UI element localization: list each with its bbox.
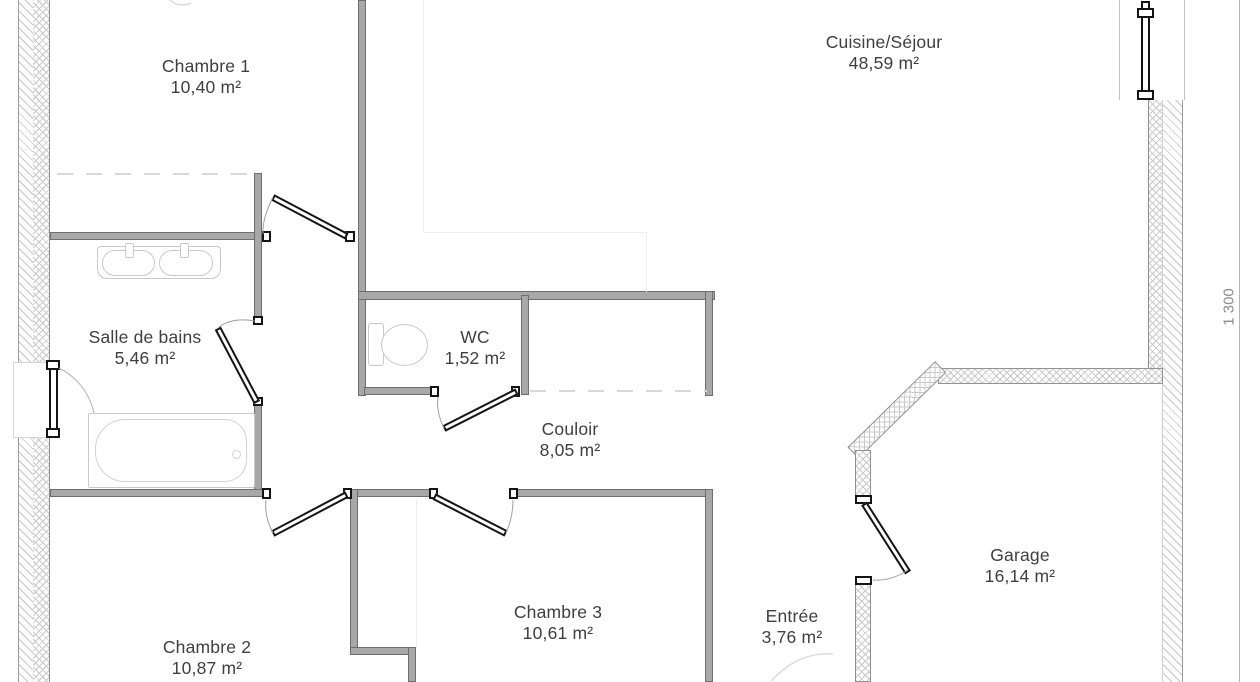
room-name: Chambre 2	[162, 637, 252, 657]
room-name: Garage	[990, 545, 1050, 565]
sink-faucet-left-icon	[125, 243, 134, 258]
dashed-line-couloir	[530, 390, 707, 392]
exterior-wall-right-outer-hatch	[1162, 100, 1183, 682]
door-stop-garage-bottom	[855, 576, 872, 585]
room-label-garage: Garage 16,14 m²	[985, 545, 1056, 587]
room-name: Entrée	[765, 606, 819, 626]
door-arc-garage	[872, 569, 909, 581]
bathtub-inner-icon	[95, 419, 247, 482]
room-area: 10,40 m²	[170, 77, 242, 97]
room-label-chambre1: Chambre 1 10,40 m²	[162, 56, 250, 98]
door-arc-entree	[770, 652, 834, 682]
faint-line-chambre3	[416, 500, 417, 648]
room-name: WC	[460, 327, 490, 347]
wall-couloir-north	[358, 291, 715, 300]
room-label-salle-de-bains: Salle de bains 5,46 m²	[89, 327, 202, 369]
room-name: Salle de bains	[88, 327, 202, 347]
room-name: Couloir	[541, 419, 599, 439]
window-sdb-cap-bottom	[46, 428, 60, 438]
room-area: 16,14 m²	[984, 566, 1056, 586]
toilet-bowl-icon	[381, 324, 428, 366]
door-arc-chambre1	[262, 196, 274, 235]
garage-wall-left-upper	[855, 450, 871, 496]
arc-remnant-top	[169, 0, 192, 6]
door-arc-sdb	[217, 319, 256, 329]
window-cuisine-cap-bottom	[1137, 90, 1154, 100]
exterior-wall-left-outer-hatch	[18, 0, 33, 682]
room-label-entree: Entrée 3,76 m²	[762, 606, 823, 648]
door-stop-chambre1-left	[262, 231, 271, 242]
room-label-wc: WC 1,52 m²	[445, 327, 506, 369]
door-stop-wc-left	[430, 386, 439, 397]
faint-line-cuisine-vertical	[423, 0, 424, 233]
room-area: 5,46 m²	[114, 348, 176, 368]
room-area: 8,05 m²	[539, 440, 601, 460]
room-label-cuisine-sejour: Cuisine/Séjour 48,59 m²	[826, 32, 943, 74]
exterior-wall-left-inner-hatch	[33, 0, 50, 682]
room-area: 10,87 m²	[171, 658, 243, 678]
room-area: 48,59 m²	[848, 53, 920, 73]
room-name: Chambre 3	[513, 602, 603, 622]
dashed-line-chambre1	[57, 173, 253, 175]
room-label-chambre3: Chambre 3 10,61 m²	[514, 602, 602, 644]
door-stop-chambre3-right	[509, 488, 518, 499]
room-name: Cuisine/Séjour	[825, 32, 943, 52]
door-arc-chambre3	[505, 499, 514, 534]
room-name: Chambre 1	[161, 56, 251, 76]
dimension-line	[1239, 0, 1240, 682]
room-label-chambre2: Chambre 2 10,87 m²	[163, 637, 251, 679]
wall-wc-east	[521, 295, 529, 395]
garage-wall-top	[938, 368, 1163, 384]
garage-wall-left-lower	[855, 584, 871, 682]
room-area: 3,76 m²	[761, 627, 823, 647]
door-arc-chambre2	[265, 499, 274, 534]
faint-line-cuisine-vertical-2	[646, 232, 647, 292]
wall-couloir-east-upper	[705, 291, 713, 396]
sink-faucet-right-icon	[180, 243, 189, 258]
window-sdb-cap-top	[46, 360, 60, 370]
door-arc-wc	[437, 396, 445, 429]
faint-line-cuisine-horizontal	[423, 232, 647, 233]
room-label-couloir: Couloir 8,05 m²	[540, 419, 601, 461]
wall-cuisine-left	[358, 0, 366, 396]
dimension-label: 1 300	[1220, 288, 1238, 326]
bathtub-faucet-icon	[232, 450, 241, 459]
window-cuisine-cap-top	[1137, 8, 1154, 18]
exterior-wall-right-inner-hatch	[1148, 100, 1162, 384]
room-area: 10,61 m²	[522, 623, 594, 643]
door-stop-chambre2-left	[262, 488, 271, 499]
room-area: 1,52 m²	[444, 348, 506, 368]
